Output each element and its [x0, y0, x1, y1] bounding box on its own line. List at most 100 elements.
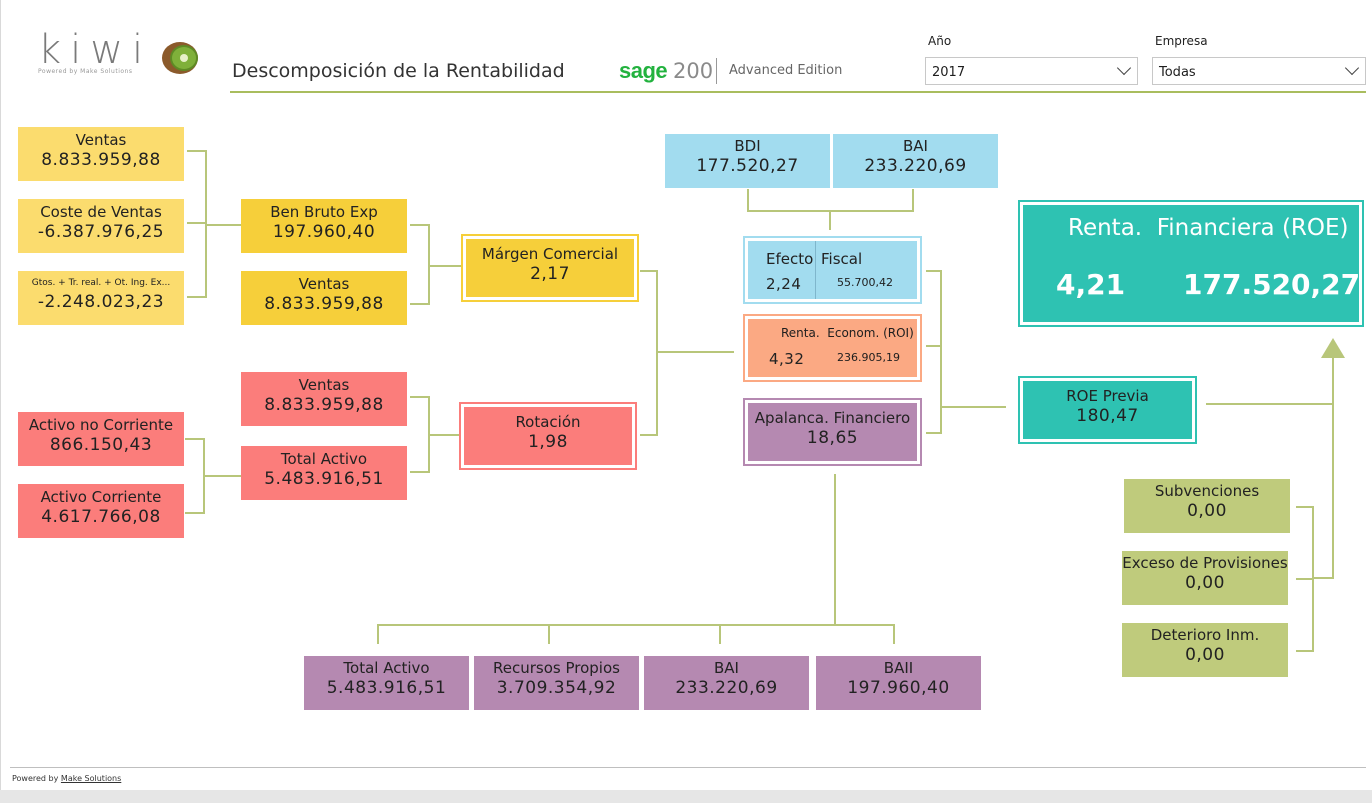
gastos-box: Gtos. + Tr. real. + Ot. Ing. Ex... -2.24…: [18, 271, 184, 325]
roi-inner: Renta. Econom. (ROI) 4,32 236.905,19: [748, 319, 917, 377]
box-label: Márgen Comercial: [481, 245, 619, 263]
box-label: ROE Previa: [1066, 387, 1149, 405]
roe-box: Renta. Financiera (ROE) 4,21 177.520,27: [1018, 200, 1364, 327]
roe-previa-box: ROE Previa 180,47: [1018, 376, 1197, 444]
chevron-down-icon: [1344, 60, 1360, 76]
box-value: 866.150,43: [49, 435, 153, 455]
box-value: 4.617.766,08: [41, 507, 161, 527]
roe-value: 4,21: [1056, 268, 1126, 301]
arrow-up-icon: [1321, 338, 1345, 358]
box-label: Activo Corriente: [40, 488, 162, 506]
roe-amount: 177.520,27: [1183, 268, 1361, 301]
sage-logo: sage: [619, 58, 668, 83]
box-label: Ventas: [298, 376, 350, 394]
box-value: 0,00: [1185, 573, 1225, 593]
recursos-propios-box: Recursos Propios 3.709.354,92: [474, 656, 639, 710]
ventas-box: Ventas 8.833.959,88: [18, 127, 184, 181]
box-value: 18,65: [806, 428, 859, 448]
bai-box-2: BAI 233.220,69: [644, 656, 809, 710]
company-value: Todas: [1159, 65, 1196, 80]
apalancamiento-box: Apalanca. Financiero 18,65: [743, 398, 922, 466]
rotacion-inner: Rotación 1,98: [464, 407, 632, 465]
box-label: Total Activo: [343, 659, 430, 677]
box-value: 177.520,27: [696, 156, 799, 176]
box-value: 233.220,69: [675, 678, 778, 698]
box-value: 0,00: [1185, 645, 1225, 665]
sage-edition: Advanced Edition: [729, 63, 843, 78]
bdi-box: BDI 177.520,27: [665, 134, 830, 188]
box-value: 8.833.959,88: [264, 294, 384, 314]
box-value: 197.960,40: [847, 678, 950, 698]
company-label: Empresa: [1155, 34, 1208, 48]
box-label: Rotación: [515, 413, 581, 431]
sage-number: 200: [673, 59, 714, 83]
coste-ventas-box: Coste de Ventas -6.387.976,25: [18, 199, 184, 253]
activo-corriente-box: Activo Corriente 4.617.766,08: [18, 484, 184, 538]
roi-value: 4,32: [769, 350, 805, 368]
box-label: BAII: [883, 659, 914, 677]
company-dropdown[interactable]: Todas: [1152, 57, 1366, 85]
year-label: Año: [928, 34, 952, 48]
kiwi-flesh: [170, 45, 198, 71]
box-label: BAI: [903, 137, 928, 155]
box-value: 0,00: [1187, 501, 1227, 521]
box-value: -2.248.023,23: [37, 292, 165, 312]
box-label: Deterioro Inm.: [1150, 626, 1260, 644]
box-label: Coste de Ventas: [40, 203, 162, 221]
roe-previa-inner: ROE Previa 180,47: [1023, 381, 1192, 439]
apalancamiento-inner: Apalanca. Financiero 18,65: [748, 403, 917, 461]
box-label: Subvenciones: [1154, 482, 1260, 500]
chevron-down-icon: [1116, 60, 1132, 76]
roi-amount: 236.905,19: [837, 351, 900, 364]
efecto-fiscal-inner: Efecto Fiscal 2,24 55.700,42: [748, 241, 917, 299]
box-value: 197.960,40: [272, 222, 376, 242]
title-underline: [230, 91, 1366, 93]
efecto-fiscal-box: Efecto Fiscal 2,24 55.700,42: [743, 236, 922, 304]
year-dropdown[interactable]: 2017: [925, 57, 1138, 85]
baii-box: BAII 197.960,40: [816, 656, 981, 710]
box-value: 8.833.959,88: [264, 395, 384, 415]
box-value: 233.220,69: [864, 156, 967, 176]
margen-inner: Márgen Comercial 2,17: [466, 239, 634, 297]
roe-label: Renta. Financiera (ROE): [1068, 215, 1349, 241]
ben-bruto-box: Ben Bruto Exp 197.960,40: [241, 199, 407, 253]
roe-inner: Renta. Financiera (ROE) 4,21 177.520,27: [1023, 205, 1361, 322]
box-label: Gtos. + Tr. real. + Ot. Ing. Ex...: [31, 278, 171, 288]
box-label: BAI: [714, 659, 739, 677]
deterioro-box: Deterioro Inm. 0,00: [1122, 623, 1288, 677]
box-value: 2,17: [530, 264, 570, 284]
footer-divider: [10, 767, 1366, 768]
box-label: Ventas: [75, 131, 127, 149]
left-border: [0, 0, 1, 803]
box-value: 5.483.916,51: [264, 469, 384, 489]
ventas-box-2: Ventas 8.833.959,88: [241, 271, 407, 325]
box-label: Activo no Corriente: [28, 416, 174, 434]
bottom-bar: [0, 790, 1372, 803]
fiscal-value: 55.700,42: [837, 276, 893, 289]
efecto-label: Efecto: [766, 250, 814, 268]
year-value: 2017: [932, 65, 966, 80]
efecto-value: 2,24: [766, 275, 802, 293]
box-value: 5.483.916,51: [326, 678, 447, 698]
box-value: 180,47: [1076, 406, 1139, 426]
total-activo-box-2: Total Activo 5.483.916,51: [304, 656, 469, 710]
page-title: Descomposición de la Rentabilidad: [232, 60, 565, 82]
roi-box: Renta. Econom. (ROI) 4,32 236.905,19: [743, 314, 922, 382]
fiscal-label: Fiscal: [821, 250, 863, 268]
box-label: BDI: [734, 137, 761, 155]
box-label: Recursos Propios: [493, 659, 620, 677]
subvenciones-box: Subvenciones 0,00: [1124, 479, 1290, 533]
box-label: Exceso de Provisiones: [1122, 554, 1288, 572]
box-value: 8.833.959,88: [41, 150, 161, 170]
divider: [815, 241, 816, 299]
margen-comercial-box: Márgen Comercial 2,17: [461, 234, 639, 302]
box-label: Ventas: [298, 275, 350, 293]
box-label: Apalanca. Financiero: [754, 409, 911, 427]
total-activo-box: Total Activo 5.483.916,51: [241, 446, 407, 500]
logo-subtitle: Powered by Make Solutions: [38, 68, 133, 75]
box-label: Ben Bruto Exp: [270, 203, 378, 221]
bai-box: BAI 233.220,69: [833, 134, 998, 188]
kiwi-core: [180, 54, 188, 62]
footer-link[interactable]: Make Solutions: [60, 774, 122, 783]
activo-no-corriente-box: Activo no Corriente 866.150,43: [18, 412, 184, 466]
